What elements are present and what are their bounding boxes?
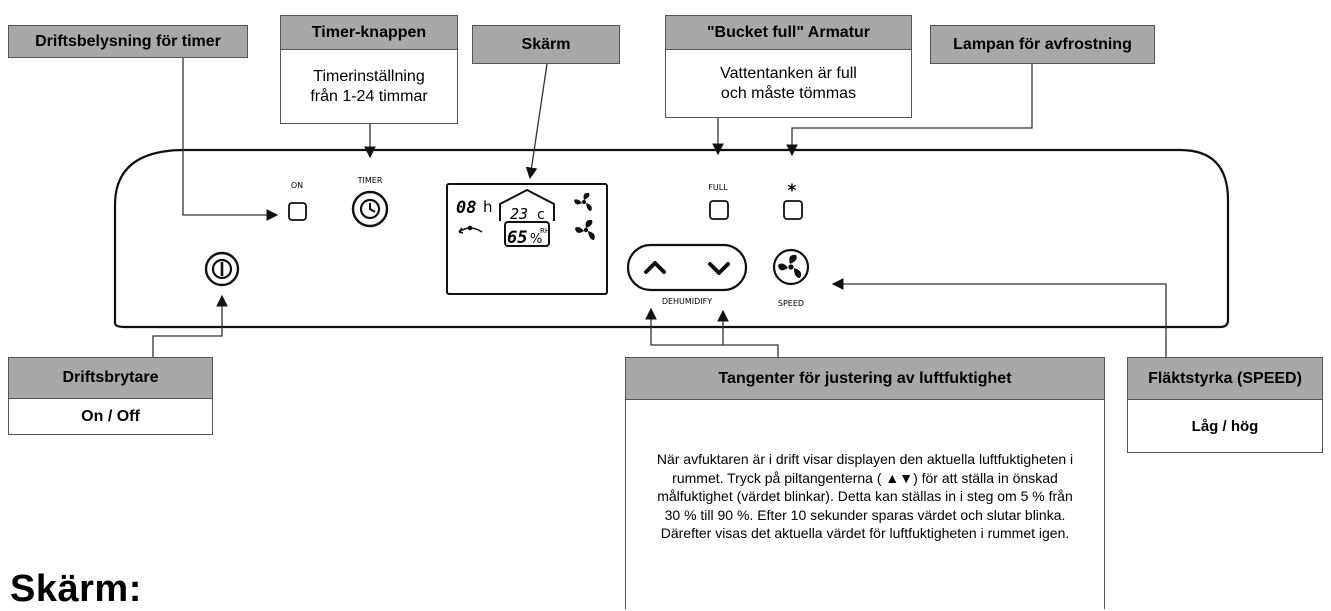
power-icon: [211, 258, 233, 280]
lcd-cycle-icon: [458, 225, 483, 234]
callout-humidity-body: När avfuktaren är i drift visar displaye…: [625, 399, 1105, 609]
speed-label: SPEED: [778, 299, 804, 308]
connector-screen: [525, 63, 548, 180]
callout-power-body: On / Off: [8, 398, 213, 435]
lcd-screen: [446, 183, 608, 295]
callout-power-title: Driftsbrytare: [8, 357, 213, 399]
callout-timer-button-title: Timer-knappen: [280, 15, 458, 50]
callout-bucket-full-body: Vattentanken är full och måste tömmas: [665, 49, 912, 118]
defrost-indicator: [783, 200, 803, 220]
callout-humidity-title: Tangenter för justering av luftfuktighet: [625, 357, 1105, 400]
connector-humidity: [645, 307, 779, 357]
arrow-up-icon: [644, 261, 666, 274]
fan-icon: [778, 254, 802, 278]
clock-icon: [359, 198, 381, 220]
lcd-temperature: 23: [510, 205, 528, 223]
panel-outline: [113, 148, 1230, 329]
callout-timer-light-title: Driftsbelysning för timer: [8, 25, 248, 58]
timer-button-desc-line1: Timerinställning: [313, 67, 425, 85]
lcd-rh-label: RH: [540, 227, 550, 235]
lcd-humidity-unit: %: [530, 232, 542, 247]
full-label: FULL: [708, 183, 728, 192]
lcd-humidity-frame: [504, 221, 550, 247]
callout-defrost-title: Lampan för avfrostning: [930, 25, 1155, 64]
lcd-timer-value: 08: [456, 198, 476, 218]
on-label: ON: [291, 181, 303, 190]
connector-timer-light: [182, 58, 279, 221]
humidity-description: När avfuktaren är i drift visar displaye…: [656, 451, 1074, 542]
lcd-house-outline: [499, 188, 555, 221]
callout-timer-button-body: Timerinställning från 1-24 timmar: [280, 49, 458, 124]
callout-bucket-full-title: "Bucket full" Armatur: [665, 15, 912, 50]
connector-power: [152, 294, 228, 357]
lcd-fan-icon-top: [574, 192, 592, 211]
callout-screen-title: Skärm: [472, 25, 620, 64]
callout-fan-speed-body: Låg / hög: [1127, 399, 1323, 453]
bucket-full-desc-line1: Vattentanken är full: [720, 64, 857, 82]
bucket-full-indicator: [709, 200, 729, 220]
dehumidify-label: DEHUMIDIFY: [662, 297, 712, 306]
lcd-timer-unit: h: [483, 198, 493, 216]
lcd-temp-unit: c: [537, 207, 545, 223]
bucket-full-desc-line2: och måste tömmas: [720, 84, 857, 102]
callout-fan-speed-title: Fläktstyrka (SPEED): [1127, 357, 1323, 400]
connector-fan-speed: [831, 278, 1167, 357]
timer-label: TIMER: [357, 176, 383, 185]
lcd-humidity: 65: [507, 228, 527, 248]
defrost-icon: *: [788, 181, 797, 201]
timer-indicator-light: [288, 202, 307, 221]
arrow-down-icon: [708, 262, 730, 275]
timer-button-desc-line2: från 1-24 timmar: [310, 87, 428, 105]
page-title: Skärm:: [10, 568, 142, 610]
lcd-fan-icon-bottom: [575, 219, 595, 240]
dehumidify-keys: [626, 243, 748, 292]
connector-defrost: [786, 64, 1033, 157]
